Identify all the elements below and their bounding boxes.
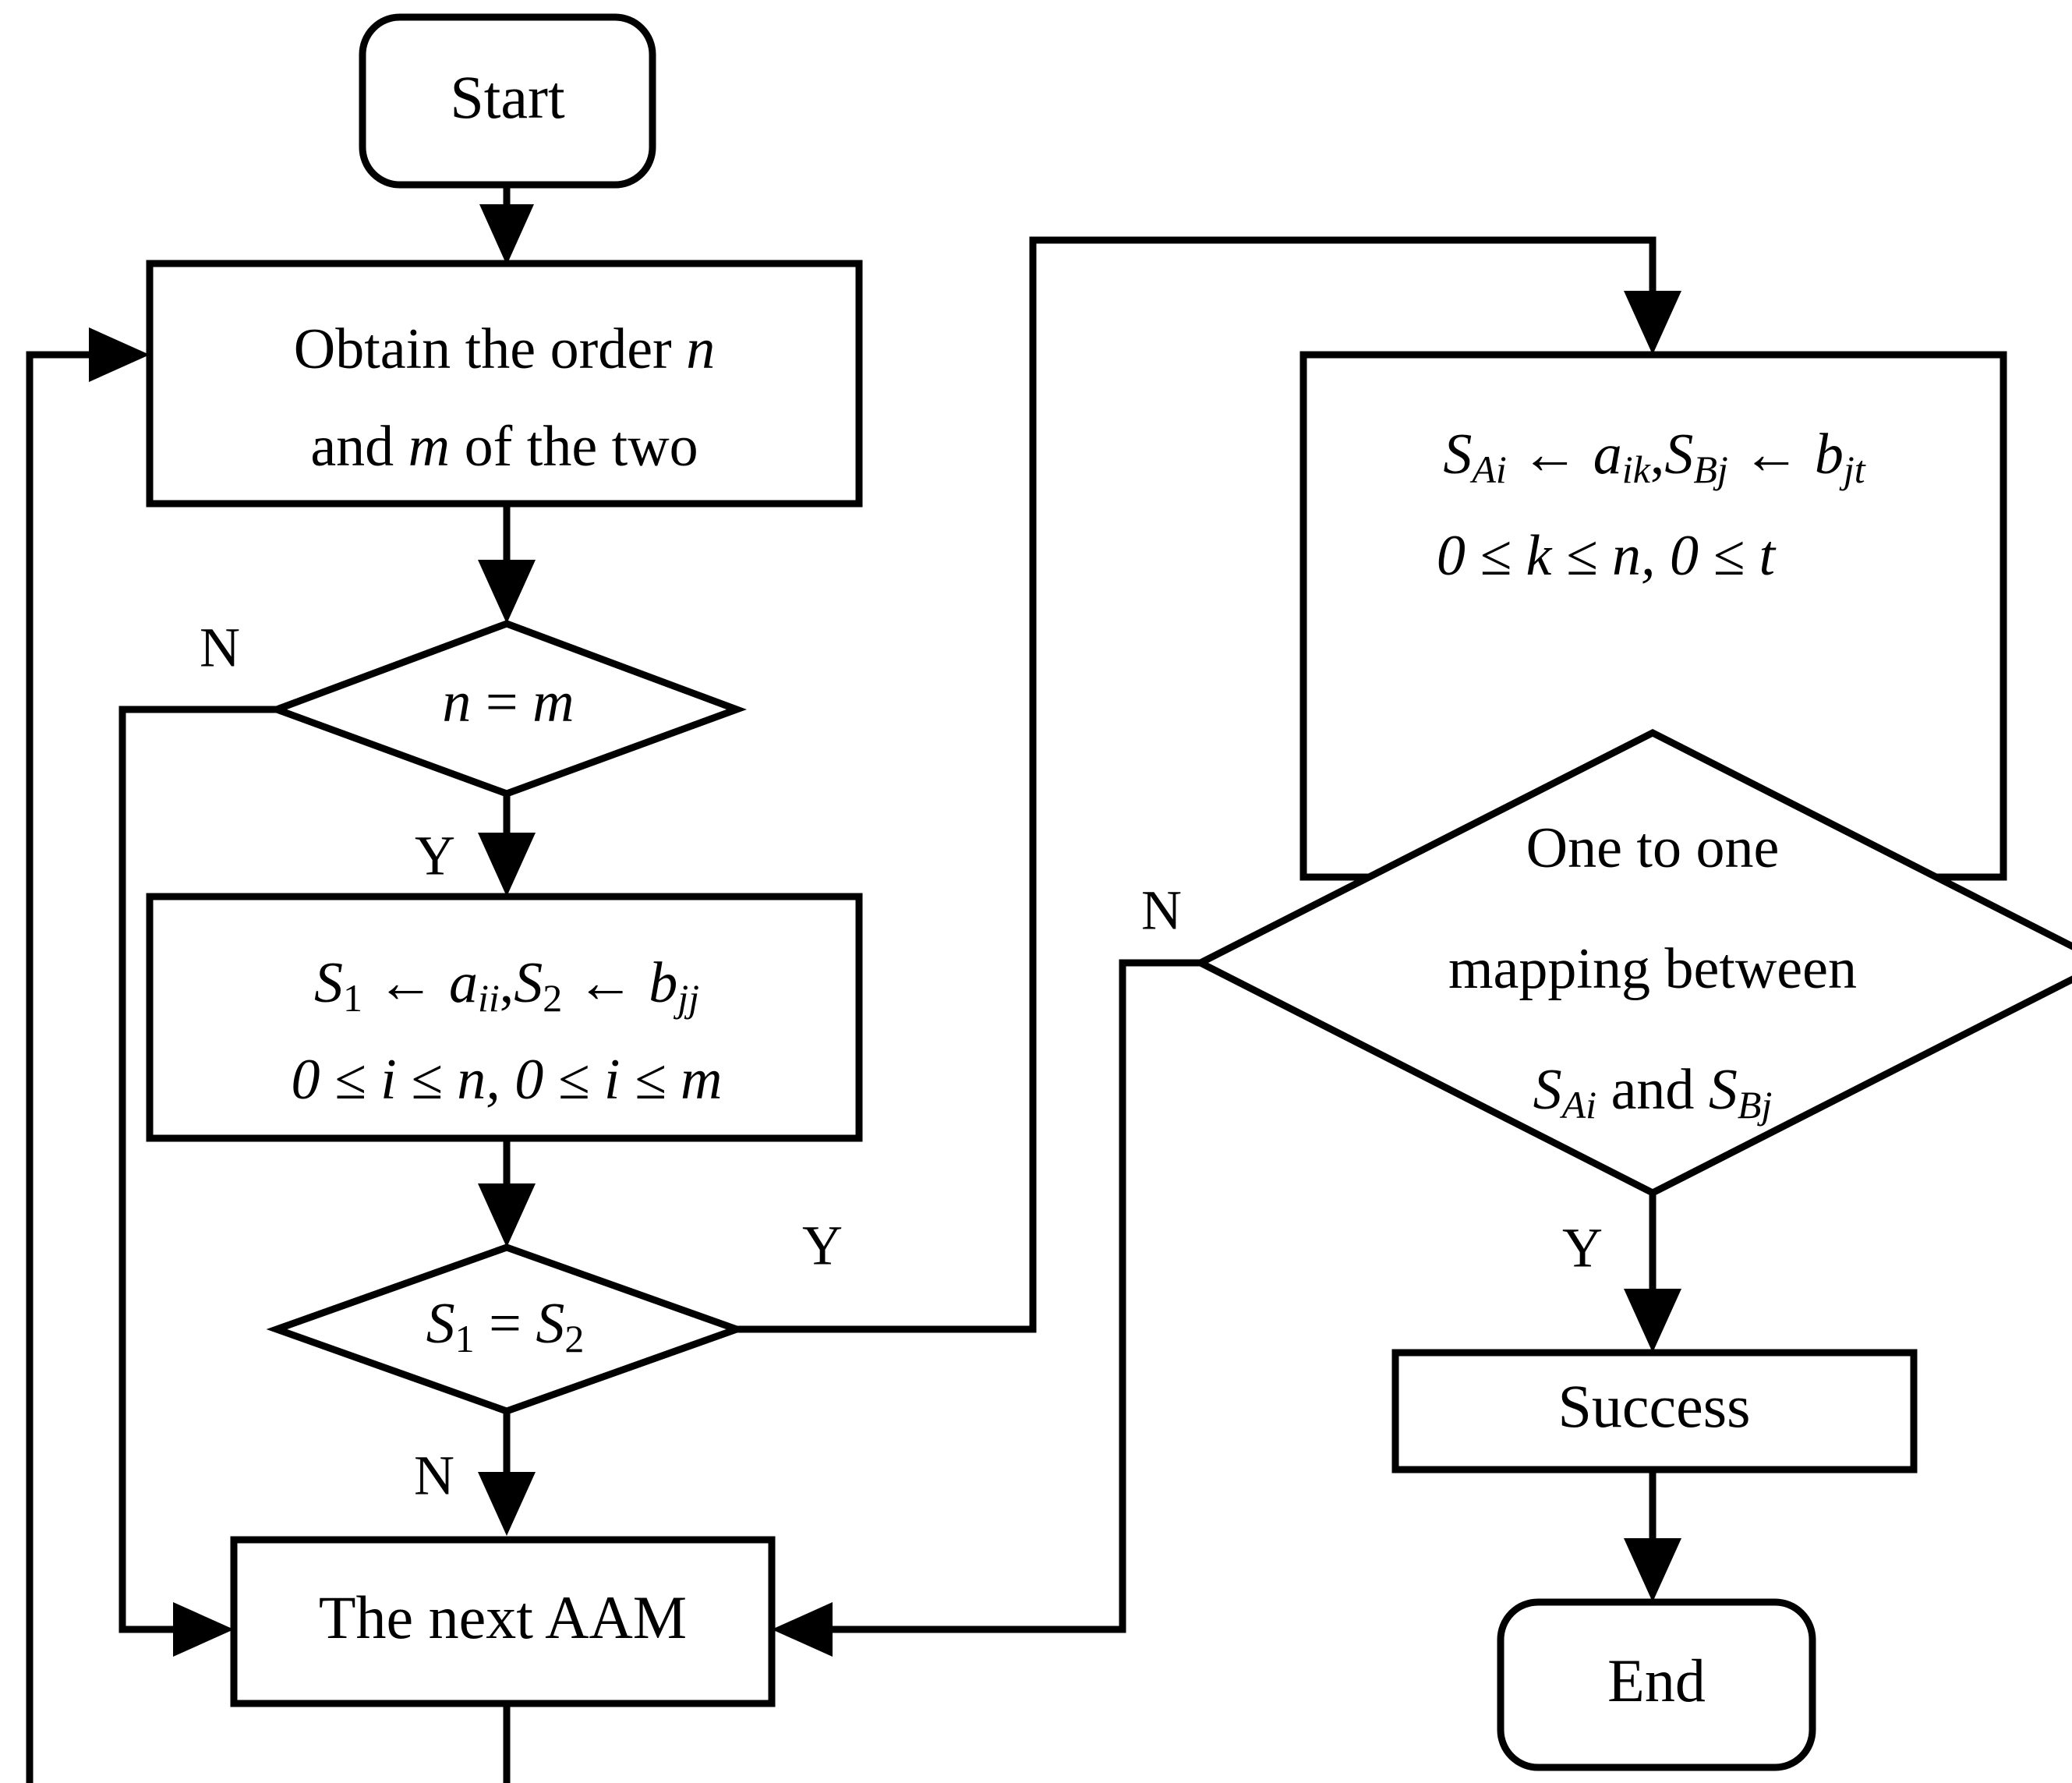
assign-sai-sbj-line1: SAi ← aik,SBj ← bjt — [1443, 423, 1865, 491]
start-label: Start — [450, 63, 565, 131]
edge-label-s1-eq-s2-yes: Y — [802, 1215, 843, 1277]
edge-label-n-eq-m-yes: Y — [415, 825, 455, 887]
node-decision-one-to-one[interactable]: One to one mapping between SAi and SBj — [1193, 728, 2072, 1198]
edge-label-n-eq-m-no: N — [200, 617, 240, 679]
node-next-aam[interactable]: The next AAM — [230, 1536, 776, 1707]
edge-s1-eq-s2-no — [478, 1411, 536, 1536]
decision-one-to-one-line1: One to one — [1526, 816, 1780, 880]
assign-s1-s2-line2: 0 ≤ i ≤ n, 0 ≤ i ≤ m — [291, 1048, 722, 1112]
decision-n-eq-m-label: n = m — [442, 670, 574, 734]
obtain-order-line1: Obtain the order n — [294, 317, 715, 381]
obtain-order-line2: and m of the two — [310, 415, 698, 479]
node-end[interactable]: End — [1497, 1598, 1816, 1771]
edge-n-eq-m-no — [118, 706, 277, 1657]
edge-label-s1-eq-s2-no: N — [414, 1445, 454, 1507]
node-success[interactable]: Success — [1391, 1349, 1918, 1473]
edge-obtain-to-n-eq-m — [478, 503, 536, 624]
node-obtain-order[interactable]: Obtain the order n and m of the two — [146, 260, 863, 508]
edge-n-eq-m-yes — [478, 794, 536, 897]
edge-s1-eq-s2-yes — [737, 236, 1681, 1333]
edge-success-to-end — [1624, 1470, 1681, 1602]
node-decision-n-eq-m[interactable]: n = m — [267, 620, 747, 798]
edge-label-one-to-one-no: N — [1141, 879, 1182, 942]
decision-one-to-one-line3: SAi and SBj — [1533, 1058, 1773, 1127]
edge-start-to-obtain — [479, 185, 534, 265]
edge-next-aam-loopback — [26, 327, 511, 1783]
node-assign-s1-s2[interactable]: S1 ← aii,S2 ← bjj 0 ≤ i ≤ n, 0 ≤ i ≤ m — [146, 893, 863, 1142]
success-label: Success — [1558, 1372, 1751, 1440]
end-label: End — [1607, 1647, 1706, 1714]
edge-label-one-to-one-yes: Y — [1562, 1217, 1603, 1279]
next-aam-label: The next AAM — [319, 1583, 687, 1651]
assign-sai-sbj-line2: 0 ≤ k ≤ n, 0 ≤ t — [1437, 524, 1777, 588]
node-decision-s1-eq-s2[interactable]: S1 = S2 — [266, 1244, 748, 1415]
node-start[interactable]: Start — [359, 13, 656, 189]
decision-one-to-one-line2: mapping between — [1448, 937, 1857, 1001]
decision-s1-eq-s2-label: S1 = S2 — [426, 1292, 585, 1360]
assign-s1-s2-line1: S1 ← aii,S2 ← bjj — [314, 951, 699, 1020]
edge-assign-to-s1-eq-s2 — [478, 1138, 536, 1247]
